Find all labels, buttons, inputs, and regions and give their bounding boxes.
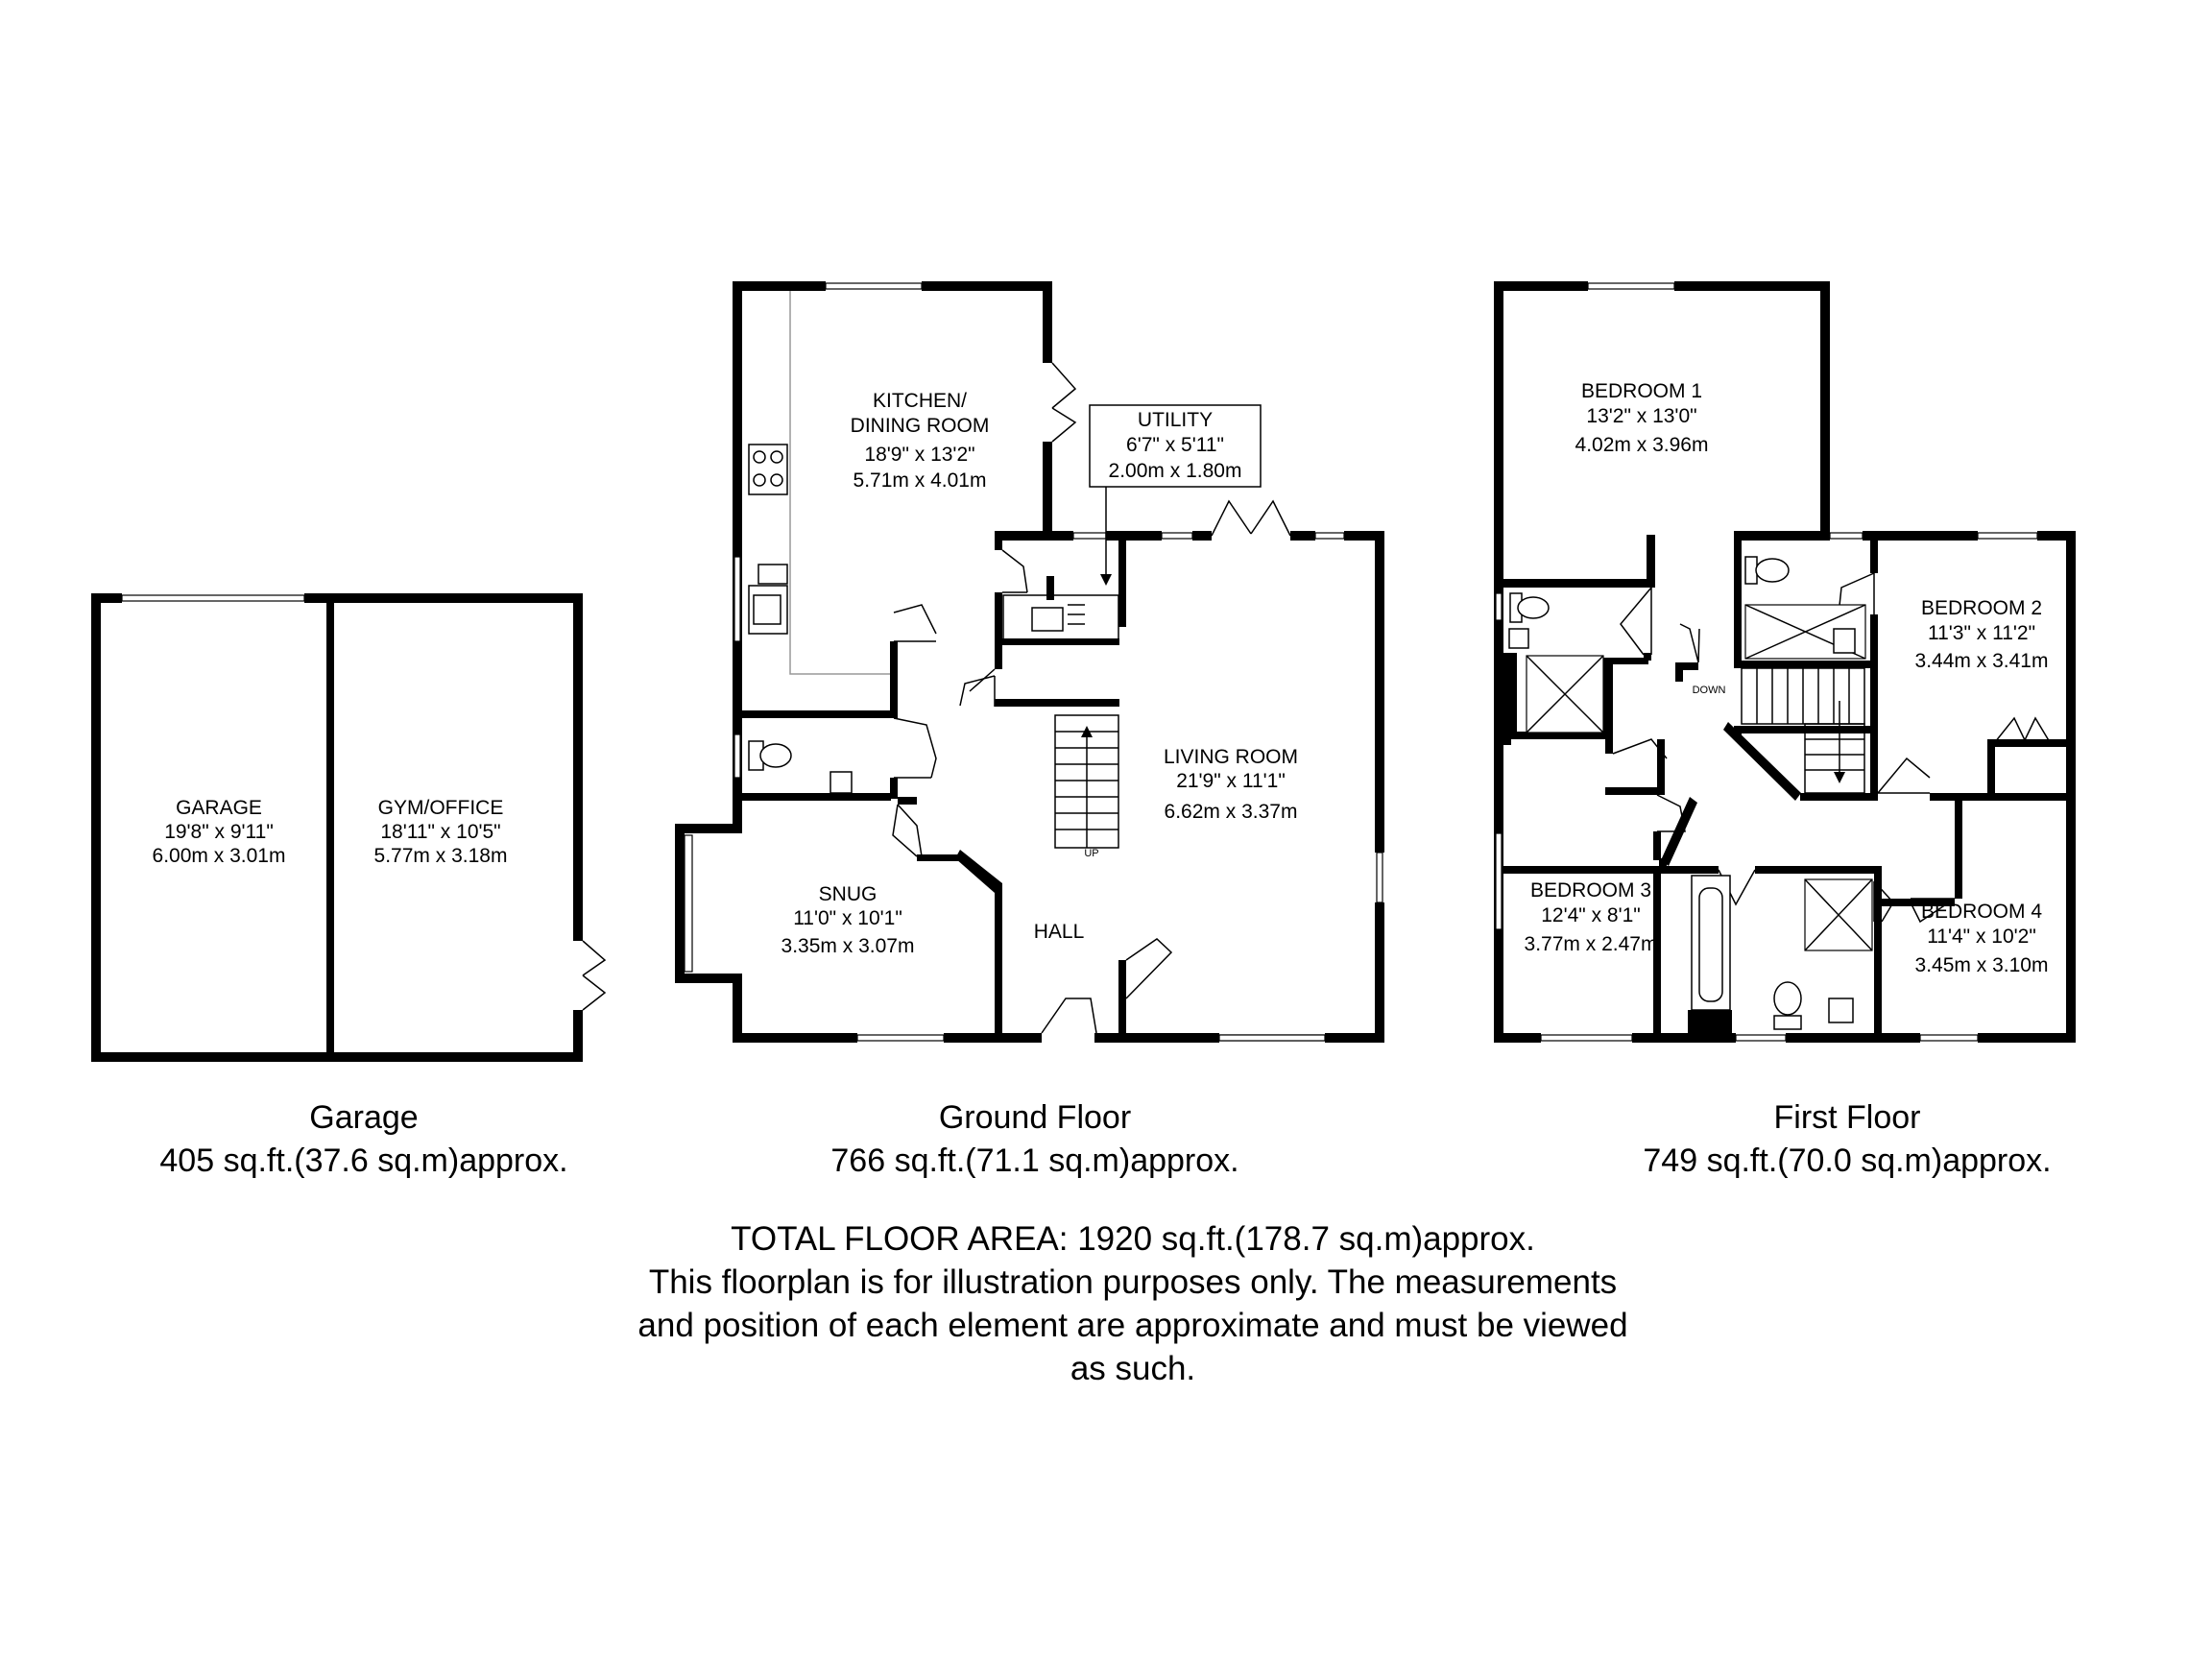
disclaimer-line-3: as such. (1070, 1350, 1196, 1387)
ground-floor-caption: Ground Floor 766 sq.ft.(71.1 sq.m)approx… (747, 1096, 1323, 1183)
bed1-imperial: 13'2" x 13'0" (1586, 405, 1696, 427)
disclaimer-line-2: and position of each element are approxi… (637, 1307, 1628, 1344)
gym-imperial: 18'11" x 10'5" (380, 821, 500, 843)
living-imperial: 21'9" x 11'1" (1176, 770, 1286, 792)
gym-label: GYM/OFFICE (378, 797, 504, 819)
bath-wc-fixture-1 (1509, 592, 1550, 623)
garage-caption: Garage 405 sq.ft.(37.6 sq.m)approx. (76, 1096, 652, 1183)
total-floor-area: TOTAL FLOOR AREA: 1920 sq.ft.(178.7 sq.m… (731, 1220, 1535, 1258)
kitchen-sink-fixture (748, 585, 788, 635)
summary-block: TOTAL FLOOR AREA: 1920 sq.ft.(178.7 sq.m… (461, 1217, 1805, 1390)
bath-wc-fixture-2 (1773, 981, 1802, 1030)
snug-metric: 3.35m x 3.07m (781, 935, 915, 957)
disclaimer-line-1: This floorplan is for illustration purpo… (648, 1263, 1618, 1301)
kitchen-label-2: DINING ROOM (851, 415, 990, 437)
ensuite-wc-fixture (1744, 556, 1790, 585)
utility-label: UTILITY (1138, 409, 1213, 431)
bed4-label: BEDROOM 4 (1921, 901, 2042, 923)
bed2-imperial: 11'3" x 11'2" (1928, 622, 2035, 644)
bath-fixture (1691, 875, 1731, 1011)
garage-label: GARAGE (176, 797, 262, 819)
bed3-label: BEDROOM 3 (1530, 879, 1651, 902)
first-floor-area: 749 sq.ft.(70.0 sq.m)approx. (1643, 1142, 2052, 1179)
living-metric: 6.62m x 3.37m (1165, 801, 1298, 823)
stairs-down-label: DOWN (1693, 685, 1726, 696)
utility-label-box (1089, 404, 1262, 488)
bed1-label: BEDROOM 1 (1581, 380, 1702, 402)
stairs-down (1741, 667, 1865, 794)
first-floor-caption: First Floor 749 sq.ft.(70.0 sq.m)approx. (1559, 1096, 2135, 1183)
kitchen-metric: 5.71m x 4.01m (854, 469, 987, 492)
hob-fixture (748, 444, 788, 495)
bed3-metric: 3.77m x 2.47m (1525, 933, 1658, 955)
living-label: LIVING ROOM (1164, 746, 1298, 768)
gym-metric: 5.77m x 3.18m (374, 845, 508, 867)
stairs-up (1054, 714, 1119, 849)
utility-metric: 2.00m x 1.80m (1109, 460, 1242, 482)
bed4-imperial: 11'4" x 10'2" (1927, 926, 2036, 948)
utility-sink-fixture (1031, 607, 1064, 632)
garage-metric: 6.00m x 3.01m (153, 845, 286, 867)
garage-imperial: 19'8" x 9'11" (164, 821, 274, 843)
ground-floor-area: 766 sq.ft.(71.1 sq.m)approx. (830, 1142, 1239, 1179)
bed2-metric: 3.44m x 3.41m (1915, 650, 2049, 672)
snug-imperial: 11'0" x 10'1" (793, 907, 902, 929)
bed3-imperial: 12'4" x 8'1" (1541, 904, 1641, 926)
bed1-metric: 4.02m x 3.96m (1575, 434, 1709, 456)
room-labels: GARAGE 19'8" x 9'11" 6.00m x 3.01m GYM/O… (153, 380, 2049, 976)
snug-label: SNUG (819, 883, 878, 905)
bed2-label: BEDROOM 2 (1921, 597, 2042, 619)
ground-floor-title: Ground Floor (938, 1099, 1132, 1136)
garage-floor-plan (91, 593, 607, 1062)
kitchen-imperial: 18'9" x 13'2" (864, 444, 974, 466)
wc-fixture (748, 740, 792, 771)
utility-imperial: 6'7" x 5'11" (1126, 434, 1224, 456)
garage-area: 405 sq.ft.(37.6 sq.m)approx. (159, 1142, 568, 1179)
first-floor-title: First Floor (1773, 1099, 1921, 1136)
ground-floor-plan (675, 281, 1384, 1043)
hall-label: HALL (1034, 921, 1085, 943)
kitchen-label-1: KITCHEN/ (873, 390, 967, 412)
bed4-metric: 3.45m x 3.10m (1915, 954, 2049, 976)
first-floor-plan (1494, 281, 2076, 1043)
garage-title: Garage (309, 1099, 419, 1136)
stairs-up-label: UP (1084, 848, 1098, 859)
